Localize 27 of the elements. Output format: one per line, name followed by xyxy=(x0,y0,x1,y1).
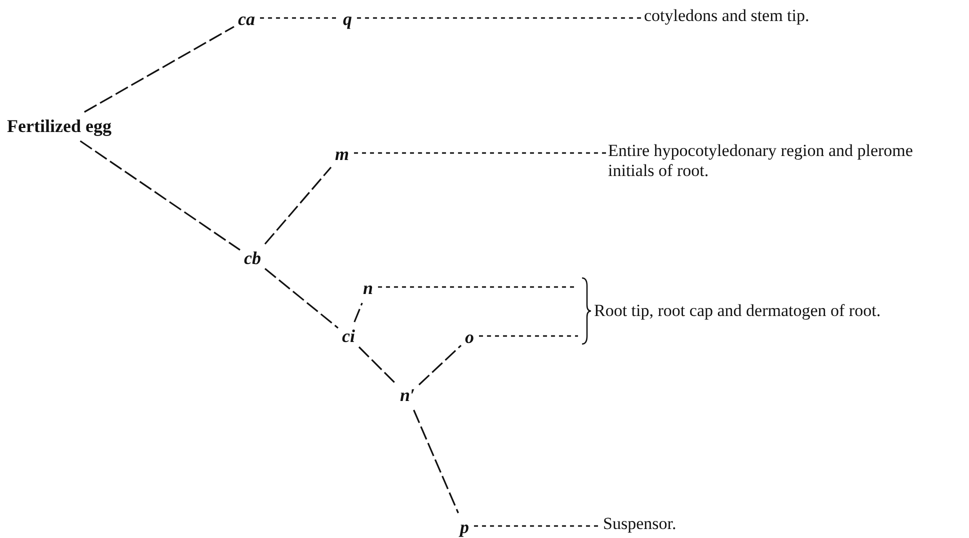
cell-letter: ca xyxy=(238,8,255,31)
description-text: cotyledons and stem tip. xyxy=(644,6,810,26)
dotted-line xyxy=(260,17,339,19)
description-text: Entire hypocotyledonary region and plerome initials of root. xyxy=(608,141,914,181)
branch-line xyxy=(264,166,332,245)
cell-letter: m xyxy=(335,143,350,166)
branch-line xyxy=(358,346,397,385)
dotted-line xyxy=(357,17,642,19)
branch-line xyxy=(84,26,234,113)
cell-letter: n xyxy=(363,277,374,300)
branch-line xyxy=(413,410,459,514)
dotted-line xyxy=(474,525,601,527)
cell-letter: n′ xyxy=(400,384,416,407)
dotted-line xyxy=(354,152,606,154)
description-text: Root tip, root cap and dermatogen of root. xyxy=(594,301,881,321)
branch-line xyxy=(418,344,462,386)
description-text: Suspensor. xyxy=(603,514,676,534)
cell-letter: q xyxy=(343,8,352,31)
cell-letter: cb xyxy=(244,247,261,270)
description-text: Fertilized egg xyxy=(7,115,112,138)
branch-line xyxy=(354,302,363,322)
dotted-line xyxy=(479,335,578,337)
cell-letter: p xyxy=(460,516,469,538)
branch-line xyxy=(80,140,240,251)
cell-letter: o xyxy=(465,326,474,349)
cell-letter: ci xyxy=(342,325,355,348)
branch-line xyxy=(264,268,338,329)
